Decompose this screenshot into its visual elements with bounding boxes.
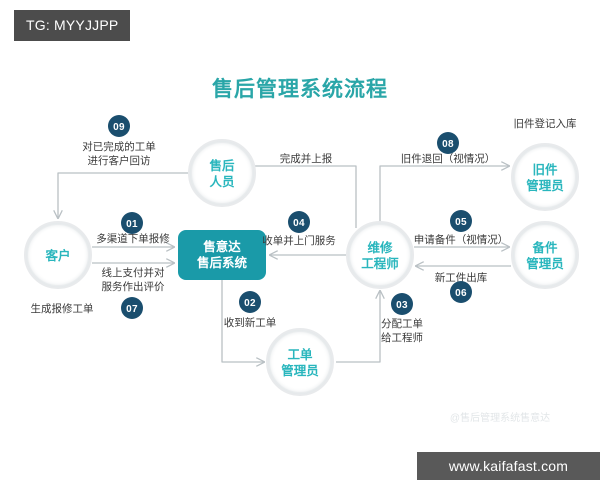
node-spare-parts-manager-line1: 备件 <box>531 240 558 255</box>
edge-label-08: 旧件退回（视情况） <box>401 152 496 165</box>
step-badge-06-number: 06 <box>455 288 467 299</box>
node-spare-parts-manager[interactable]: 备件 管理员 <box>511 221 579 289</box>
node-repair-engineer[interactable]: 维修 工程师 <box>346 221 414 289</box>
node-work-order-manager-line1: 工单 <box>287 347 313 362</box>
tg-badge: TG: MYYJJPP <box>14 10 131 41</box>
step-badge-06: 06 <box>450 281 472 303</box>
edge-03-workorder-to-engineer <box>336 291 380 363</box>
edge-label-04: 收单并上门服务 <box>262 234 336 247</box>
edge-label-06: 新工件出库 <box>435 271 488 284</box>
step-badges: 09 01 07 02 03 04 <box>108 115 472 319</box>
node-after-sales-staff-line1: 售后 <box>209 158 235 173</box>
node-after-sales-staff[interactable]: 售后 人员 <box>188 139 256 207</box>
step-badge-02-number: 02 <box>244 298 256 309</box>
node-customer-label: 客户 <box>44 248 70 263</box>
node-system-line1: 售意达 <box>203 239 241 254</box>
step-badge-01-number: 01 <box>126 219 138 230</box>
edge-label-09-line1: 对已完成的工单 <box>82 140 156 153</box>
edge-label-03-line2: 给工程师 <box>381 331 423 344</box>
step-badge-08: 08 <box>437 132 459 154</box>
node-repair-engineer-line1: 维修 <box>367 240 393 255</box>
edge-label-03-line1: 分配工单 <box>381 318 423 330</box>
step-badge-05-number: 05 <box>455 217 467 228</box>
edge-label-09-line2: 进行客户回访 <box>88 154 151 167</box>
step-badge-08-number: 08 <box>442 139 454 150</box>
node-system-line2: 售后系统 <box>197 255 248 270</box>
step-badge-07-number: 07 <box>126 304 138 315</box>
node-after-sales-staff-line2: 人员 <box>209 174 235 189</box>
node-spare-parts-manager-line2: 管理员 <box>526 256 564 271</box>
node-system-box[interactable]: 售意达 售后系统 <box>178 230 266 280</box>
step-badge-07: 07 <box>121 297 143 319</box>
node-work-order-manager[interactable]: 工单 管理员 <box>266 328 334 396</box>
edge-09-staff-to-customer <box>58 172 190 218</box>
watermark-text: @售后管理系统售意达 <box>450 411 550 424</box>
edge-label-01: 多渠道下单报修 <box>96 232 170 245</box>
step-badge-03-number: 03 <box>396 300 408 311</box>
edge-label-07-output: 生成报修工单 <box>31 302 94 315</box>
edge-label-07-line2: 服务作出评价 <box>102 280 165 293</box>
step-badge-03: 03 <box>391 293 413 315</box>
step-badge-09-number: 09 <box>113 122 125 133</box>
page-title: 售后管理系统流程 <box>212 77 388 101</box>
node-repair-engineer-line2: 工程师 <box>361 256 399 271</box>
edge-done-engineer-to-staff <box>254 165 357 228</box>
edge-label-old-parts-intake: 旧件登记入库 <box>514 117 577 130</box>
edge-labels: 对已完成的工单 进行客户回访 多渠道下单报修 线上支付并对 服务作出评价 生成报… <box>31 117 577 344</box>
nodes: 客户 售后 人员 维修 工程师 旧件 管理员 <box>24 139 579 396</box>
node-customer[interactable]: 客户 <box>24 221 92 289</box>
node-old-parts-manager-line2: 管理员 <box>526 178 564 193</box>
node-old-parts-manager[interactable]: 旧件 管理员 <box>511 143 579 211</box>
edge-label-05: 申请备件（视情况） <box>414 233 509 246</box>
step-badge-04: 04 <box>288 211 310 233</box>
edge-label-07-line1: 线上支付并对 <box>102 266 165 279</box>
step-badge-02: 02 <box>239 291 261 313</box>
edge-02-system-to-workorder <box>221 280 264 362</box>
edge-label-02: 收到新工单 <box>224 316 277 329</box>
edge-label-done-report: 完成并上报 <box>280 152 333 165</box>
connectors <box>58 166 511 362</box>
node-old-parts-manager-line1: 旧件 <box>532 162 558 177</box>
site-url-bar: www.kaifafast.com <box>417 452 600 480</box>
node-work-order-manager-line2: 管理员 <box>281 363 319 378</box>
edge-08-engineer-to-oldparts <box>379 166 509 223</box>
step-badge-04-number: 04 <box>293 218 305 229</box>
step-badge-09: 09 <box>108 115 130 137</box>
step-badge-05: 05 <box>450 210 472 232</box>
step-badge-01: 01 <box>121 212 143 234</box>
